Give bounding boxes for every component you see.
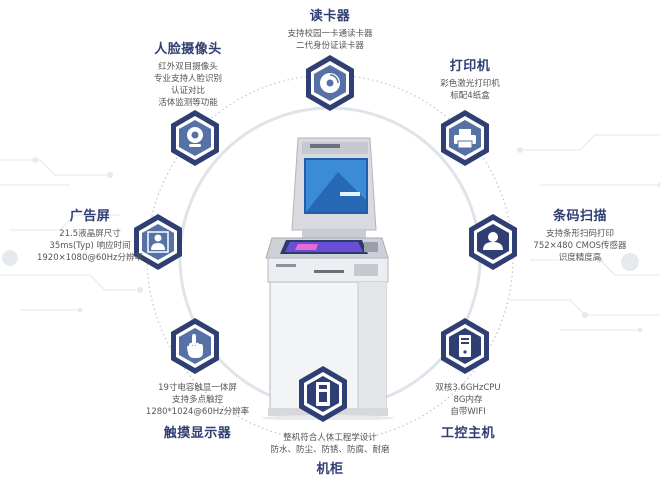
barcode-line-1: 支持条形扫码打印 bbox=[545, 229, 614, 239]
card-reader-line-1: 支持校园一卡通读卡器 bbox=[287, 29, 373, 39]
barcode-hex bbox=[469, 214, 517, 270]
printer-line-2: 标配4纸盒 bbox=[450, 91, 490, 101]
industrial-pc-line-1: 双核3.6GHzCPU bbox=[435, 383, 501, 393]
industrial-pc-label: 双核3.6GHzCPU 8G内存 自带WIFI 工控主机 bbox=[418, 382, 518, 441]
disc-icon bbox=[320, 73, 340, 93]
barcode-line-2: 752×480 CMOS传感器 bbox=[533, 241, 627, 251]
cabinet-title: 机柜 bbox=[316, 462, 344, 477]
pc-tower-icon bbox=[459, 335, 471, 357]
touch-display-line-2: 支持多点触控 bbox=[171, 395, 223, 405]
cabinet-icon bbox=[316, 382, 330, 406]
ad-screen-line-2: 35ms(Typ) 响应时间 bbox=[49, 241, 131, 251]
face-camera-label: 人脸摄像头 红外双目摄像头 专业支持人脸识别 认证对比 活体监测等功能 bbox=[118, 38, 258, 109]
ad-screen-label: 广告屏 21.5液晶屏尺寸 35ms(Typ) 响应时间 1920×1080@6… bbox=[25, 205, 155, 264]
barcode-title: 条码扫描 bbox=[552, 209, 607, 224]
printer-title: 打印机 bbox=[449, 59, 491, 74]
ad-screen-hex bbox=[134, 214, 182, 270]
kiosk-illustration bbox=[262, 137, 394, 420]
face-camera-hex bbox=[171, 110, 219, 166]
cabinet-label: 整机符合人体工程学设计 防水、防尘、防锈、防腐、耐磨 机柜 bbox=[240, 432, 420, 477]
face-camera-line-3: 认证对比 bbox=[170, 86, 205, 96]
touch-hand-icon bbox=[187, 334, 203, 358]
face-camera-line-4: 活体监测等功能 bbox=[158, 98, 218, 108]
industrial-pc-title: 工控主机 bbox=[440, 426, 495, 441]
ad-screen-title: 广告屏 bbox=[69, 209, 111, 224]
face-camera-title: 人脸摄像头 bbox=[154, 42, 222, 57]
touch-display-hex bbox=[171, 318, 219, 374]
cabinet-line-1: 整机符合人体工程学设计 bbox=[283, 433, 377, 443]
printer-icon bbox=[454, 129, 476, 149]
barcode-line-3: 识度精度高 bbox=[558, 253, 602, 263]
ad-screen-line-3: 1920×1080@60Hz分辨率 bbox=[36, 253, 144, 263]
touch-display-title: 触摸显示器 bbox=[163, 426, 232, 441]
printer-label: 打印机 彩色激光打印机 标配4纸盒 bbox=[415, 55, 525, 102]
face-camera-line-1: 红外双目摄像头 bbox=[158, 62, 218, 72]
industrial-pc-line-2: 8G内存 bbox=[453, 395, 483, 405]
user-icon bbox=[147, 231, 169, 253]
cabinet-hex bbox=[299, 366, 347, 422]
touch-display-label: 19寸电容触显一体屏 支持多点触控 1280*1024@60Hz分辨率 触摸显示… bbox=[125, 382, 270, 441]
industrial-pc-hex bbox=[441, 318, 489, 374]
touch-display-line-3: 1280*1024@60Hz分辨率 bbox=[145, 407, 250, 417]
industrial-pc-line-3: 自带WIFI bbox=[450, 407, 486, 417]
card-reader-label: 读卡器 支持校园一卡通读卡器 二代身份证读卡器 bbox=[250, 5, 410, 52]
webcam-icon bbox=[187, 127, 203, 147]
card-reader-hex bbox=[306, 55, 354, 111]
printer-hex bbox=[441, 110, 489, 166]
face-camera-line-2: 专业支持人脸识别 bbox=[153, 74, 222, 84]
barcode-label: 条码扫描 支持条形扫码打印 752×480 CMOS传感器 识度精度高 bbox=[515, 205, 645, 264]
user-icon bbox=[483, 232, 503, 250]
card-reader-title: 读卡器 bbox=[309, 9, 351, 24]
cabinet-line-2: 防水、防尘、防锈、防腐、耐磨 bbox=[270, 445, 390, 455]
printer-line-1: 彩色激光打印机 bbox=[440, 79, 500, 89]
card-reader-line-2: 二代身份证读卡器 bbox=[295, 41, 364, 51]
touch-display-line-1: 19寸电容触显一体屏 bbox=[158, 383, 237, 393]
ad-screen-line-1: 21.5液晶屏尺寸 bbox=[59, 229, 121, 239]
